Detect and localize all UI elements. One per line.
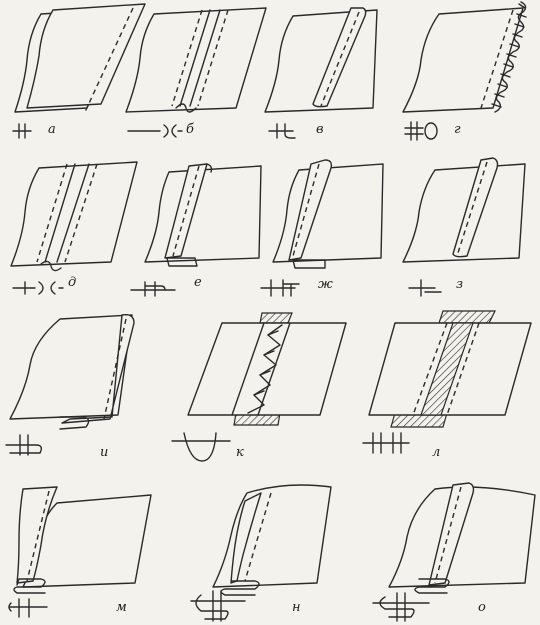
label-m: м — [116, 600, 127, 615]
seam-v-diagram — [264, 7, 378, 139]
seam-k-diagram — [171, 312, 347, 462]
seam-m-diagram — [8, 486, 152, 618]
label-z: з — [456, 277, 464, 292]
seam-o-diagram — [372, 482, 536, 622]
label-e: е — [194, 275, 202, 290]
label-n: н — [292, 600, 301, 615]
seam-a-diagram — [12, 3, 146, 139]
label-b: б — [186, 122, 194, 137]
label-o: о — [478, 600, 486, 615]
seam-i-diagram — [5, 313, 135, 456]
seam-d-diagram — [10, 161, 138, 295]
seam-e-diagram — [130, 163, 262, 297]
label-zh: ж — [318, 277, 333, 292]
label-a: а — [48, 122, 56, 137]
label-v: в — [316, 122, 324, 137]
label-g: г — [454, 122, 461, 137]
seam-z-diagram — [402, 157, 526, 297]
label-i: и — [100, 445, 109, 460]
seam-g-diagram — [402, 1, 527, 141]
seam-n-diagram — [190, 484, 332, 622]
seam-b-diagram — [125, 7, 267, 138]
label-l: л — [432, 445, 441, 460]
seam-zh-diagram — [260, 159, 384, 297]
seam-l-diagram — [362, 310, 532, 454]
label-d: д — [68, 275, 77, 290]
label-k: к — [236, 445, 244, 460]
